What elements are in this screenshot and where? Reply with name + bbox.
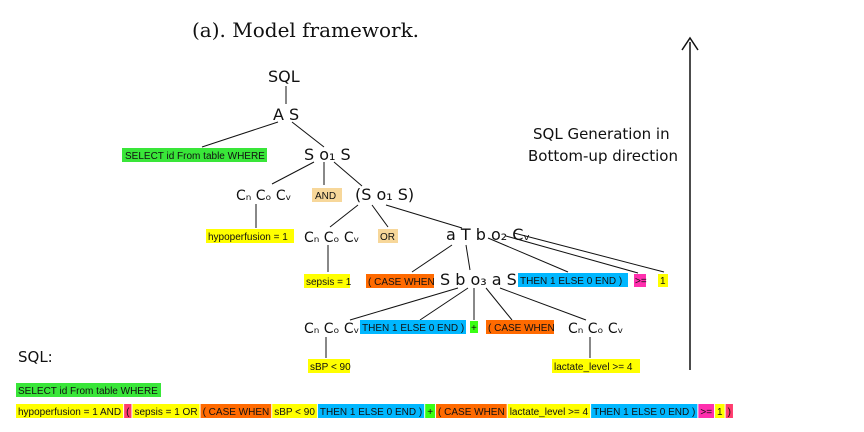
sql-segment-highlight <box>591 404 698 418</box>
edge-atb-then1 <box>487 237 569 273</box>
hypoperfusion-value: hypoperfusion = 1 <box>208 232 288 243</box>
sql-line1: SELECT id From table WHERE <box>18 386 158 397</box>
cond-group-1: Cₙ Cₒ Cᵥ <box>236 188 291 204</box>
then-else-2: THEN 1 ELSE 0 END ) <box>362 323 464 334</box>
sql-segment-highlight <box>272 404 317 418</box>
sql-segment-highlight <box>132 404 200 418</box>
select-clause: SELECT id From table WHERE <box>125 151 265 162</box>
edge-paren-atbo2cv <box>385 204 463 229</box>
plus-token: + <box>471 323 477 334</box>
cond-group-4: Cₙ Cₒ Cᵥ <box>568 321 623 337</box>
sql-segment: >= <box>700 407 712 418</box>
direction-note-line2: Bottom-up direction <box>528 147 678 165</box>
edge-as-select <box>201 121 279 148</box>
node-root-sql: SQL <box>268 67 300 86</box>
edge-atb-case1 <box>411 244 453 273</box>
node-as: A S <box>273 105 299 124</box>
sql-segment-highlight <box>200 404 272 418</box>
tree-edges <box>201 86 665 358</box>
edge-atb-sbo3as <box>465 244 471 271</box>
sql-segment: 1 <box>717 407 723 418</box>
node-atbo2cv: a T b o₂ Cᵥ <box>446 225 530 244</box>
sql-segment: sBP < 90 <box>274 407 315 418</box>
hypoperfusion-highlight <box>206 229 294 243</box>
gte-1-highlight <box>634 274 646 287</box>
sql-segment-highlight <box>16 404 124 418</box>
sql-line2: hypoperfusion = 1 AND ( sepsis = 1 OR ( CAS… <box>16 404 733 418</box>
sql-segment-highlight <box>317 404 425 418</box>
sql-segment: hypoperfusion = 1 AND <box>18 407 121 418</box>
case-when-1-highlight <box>366 274 434 288</box>
sql-segment: ) <box>728 407 731 418</box>
sql-segment-highlight <box>124 404 132 418</box>
or-token: OR <box>380 232 395 243</box>
sbp-highlight <box>308 359 350 373</box>
edge-sbo3-cond4 <box>499 287 587 321</box>
case-when-2: ( CASE WHEN <box>488 323 555 334</box>
then-else-1: THEN 1 ELSE 0 END ) <box>520 276 622 287</box>
edge-as-so1s <box>291 121 325 148</box>
sql-segment-highlight <box>698 404 715 418</box>
direction-note-line1: SQL Generation in <box>533 125 670 143</box>
sql-segment-highlight <box>715 404 725 418</box>
sql-label: SQL: <box>18 348 53 366</box>
one-value-highlight <box>658 274 668 287</box>
edge-paren-cond2 <box>329 204 359 228</box>
edge-paren-or <box>371 204 389 228</box>
edge-sbo3-case2 <box>485 287 513 321</box>
sql-segment: THEN 1 ELSE 0 END ) <box>320 407 422 418</box>
sbp-value: sBP < 90 <box>310 362 351 373</box>
then-else-1-highlight <box>518 273 628 287</box>
sql-segment: sepsis = 1 OR <box>134 407 197 418</box>
case-when-2-highlight <box>486 320 554 334</box>
sql-segment-highlight <box>725 404 733 418</box>
sql-segment-highlight <box>425 404 436 418</box>
lactate-highlight <box>552 359 640 373</box>
cond-group-2: Cₙ Cₒ Cᵥ <box>304 230 359 246</box>
lactate-value: lactate_level >= 4 <box>554 362 633 373</box>
case-when-1: ( CASE WHEN <box>368 277 435 288</box>
plus-highlight <box>470 321 478 333</box>
sepsis-value: sepsis = 1 <box>306 277 352 288</box>
edge-atb-one <box>513 232 665 273</box>
node-so1s: S o₁ S <box>304 145 351 164</box>
and-highlight <box>312 188 342 202</box>
gte-1: >= <box>635 276 647 287</box>
or-highlight <box>378 229 398 243</box>
edge-sbo3-cond3 <box>349 287 459 321</box>
sql-segment: THEN 1 ELSE 0 END ) <box>593 407 695 418</box>
and-token: AND <box>315 191 336 202</box>
sql-segment: ( CASE WHEN <box>203 407 270 418</box>
cond-group-3: Cₙ Cₒ Cᵥ <box>304 321 359 337</box>
sql-line1-highlight <box>16 383 161 397</box>
caption: (a). Model framework. <box>192 18 419 42</box>
sql-segment-highlight <box>507 404 591 418</box>
one-value: 1 <box>660 276 666 287</box>
then-else-2-highlight <box>360 320 466 334</box>
sepsis-highlight <box>304 274 350 288</box>
node-paren-so1s: (S o₁ S) <box>355 185 414 204</box>
edge-so1s-cond1 <box>271 161 315 185</box>
sql-segment: ( <box>126 407 130 418</box>
sql-segment: ( CASE WHEN <box>438 407 505 418</box>
sql-segment: + <box>427 407 433 418</box>
node-sbo3as: S b o₃ a S <box>440 270 517 289</box>
select-clause-highlight <box>122 148 267 162</box>
edge-so1s-paren <box>333 161 363 187</box>
sql-segment-highlight <box>436 404 507 418</box>
edge-sbo3-then2 <box>419 287 469 321</box>
sql-segment: lactate_level >= 4 <box>510 407 589 418</box>
edge-atb-gte <box>505 235 639 274</box>
arrow-up-icon <box>681 36 699 51</box>
